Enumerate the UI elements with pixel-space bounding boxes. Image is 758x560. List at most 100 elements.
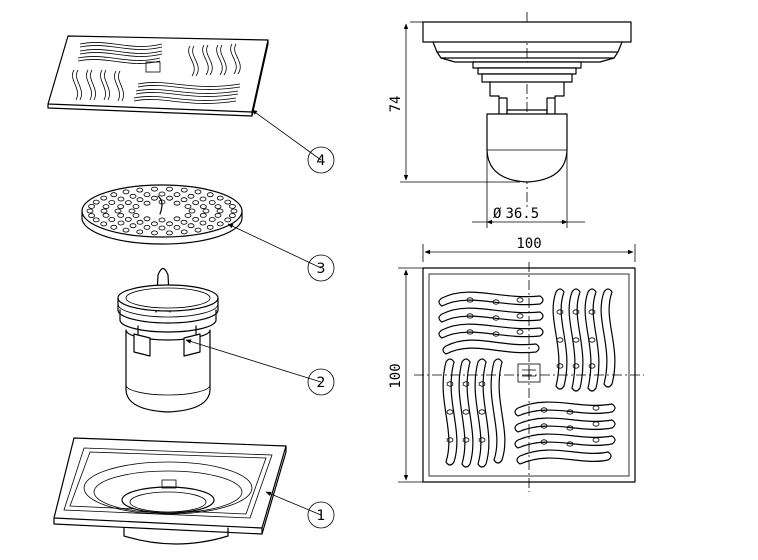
strainer-hole xyxy=(110,224,118,230)
strainer-hole xyxy=(151,230,158,236)
strainer-hole xyxy=(180,219,188,225)
strainer-hole xyxy=(117,204,125,210)
strainer-hole xyxy=(124,216,132,222)
grate-hole xyxy=(462,437,470,443)
grate-hole xyxy=(466,313,474,319)
grate-hole xyxy=(592,421,600,427)
strainer-hole xyxy=(224,199,232,205)
strainer-hole xyxy=(92,217,100,223)
strainer-hole xyxy=(117,220,125,226)
logo-mark xyxy=(517,363,541,383)
strainer-hole xyxy=(143,200,151,206)
grate-hole xyxy=(466,297,474,303)
strainer-hole xyxy=(184,204,192,209)
strainer-hole xyxy=(143,224,151,230)
strainer-hole xyxy=(206,224,214,230)
grate-hole xyxy=(566,425,574,431)
strainer-hole xyxy=(173,224,181,230)
strainer-hole xyxy=(158,191,166,197)
strainer-hole xyxy=(117,196,125,202)
grate-hole xyxy=(516,297,524,303)
grate-hole xyxy=(492,299,500,305)
grate-hole xyxy=(492,315,500,321)
strainer-hole xyxy=(158,217,166,223)
strainer-hole xyxy=(194,189,202,195)
callout-number-2: 2 xyxy=(317,375,326,391)
grate-hole xyxy=(446,409,454,415)
strainer-hole xyxy=(180,229,188,235)
strainer-hole xyxy=(192,200,200,206)
strainer-hole xyxy=(180,197,188,203)
callout-circle-2 xyxy=(307,368,335,396)
strainer-hole xyxy=(192,216,200,222)
strainer-hole xyxy=(158,225,166,231)
grate-hole xyxy=(572,337,580,343)
strainer-hole xyxy=(173,216,181,222)
strainer-hole xyxy=(199,196,207,202)
grate-hole xyxy=(572,363,580,369)
strainer-hole xyxy=(166,186,173,192)
logo-mark xyxy=(145,61,161,73)
grate-hole xyxy=(566,441,574,447)
grate-hole xyxy=(588,309,596,315)
grate-hole xyxy=(516,313,524,319)
strainer-hole xyxy=(208,217,216,222)
grate-hole xyxy=(556,363,564,369)
strainer-hole xyxy=(173,200,181,206)
strainer-hole xyxy=(88,203,95,209)
strainer-hole xyxy=(110,192,118,198)
strainer-hole xyxy=(228,213,236,219)
strainer-hole xyxy=(136,187,144,193)
strainer-hole xyxy=(216,195,224,201)
strainer-hole xyxy=(128,208,136,214)
strainer-hole xyxy=(150,221,158,227)
strainer-hole xyxy=(122,227,130,233)
strainer-hole xyxy=(187,223,195,229)
width-dimension-label: 100 xyxy=(516,236,541,252)
strainer-hole xyxy=(129,223,137,229)
strainer-hole xyxy=(206,192,214,198)
grate-hole xyxy=(466,329,474,335)
grate-hole xyxy=(516,329,524,335)
strainer-hole xyxy=(187,193,195,199)
strainer-hole xyxy=(180,187,188,193)
strainer-hole xyxy=(100,208,108,214)
strainer-hole xyxy=(143,216,151,222)
strainer-hole xyxy=(88,213,95,219)
callout-number-3: 3 xyxy=(317,261,326,277)
callout-circle-1 xyxy=(307,501,335,529)
strainer-hole xyxy=(228,203,236,209)
grate-hole xyxy=(556,337,564,343)
slot-group-top-right xyxy=(552,288,616,392)
grate-hole xyxy=(540,439,548,445)
strainer-hole xyxy=(214,204,222,210)
grate-hole xyxy=(462,381,470,387)
strainer-hole xyxy=(108,200,116,205)
grate-hole xyxy=(588,363,596,369)
strainer-hole xyxy=(230,208,238,214)
strainer-hole xyxy=(166,195,174,201)
strainer-hole xyxy=(214,212,222,218)
strainer-hole xyxy=(224,217,232,223)
strainer-hole xyxy=(132,204,140,209)
strainer-hole xyxy=(100,221,108,227)
strainer-hole xyxy=(114,208,122,214)
diameter-symbol: Ø xyxy=(493,206,502,222)
strainer-hole xyxy=(208,200,216,205)
grate-hole xyxy=(588,337,596,343)
part-2-siphon-core xyxy=(117,267,219,413)
strainer-hole xyxy=(100,195,108,201)
strainer-hole xyxy=(102,212,110,218)
strainer-hole xyxy=(117,212,125,218)
callout-group: 4 3 2 1 xyxy=(185,109,335,529)
strainer-hole xyxy=(199,220,207,226)
callout-circle-3 xyxy=(307,254,335,282)
grate-hole xyxy=(446,437,454,443)
strainer-hole xyxy=(184,213,192,218)
grate-hole xyxy=(540,423,548,429)
part-3-strainer-disc xyxy=(81,184,243,245)
grate-hole xyxy=(478,381,486,387)
